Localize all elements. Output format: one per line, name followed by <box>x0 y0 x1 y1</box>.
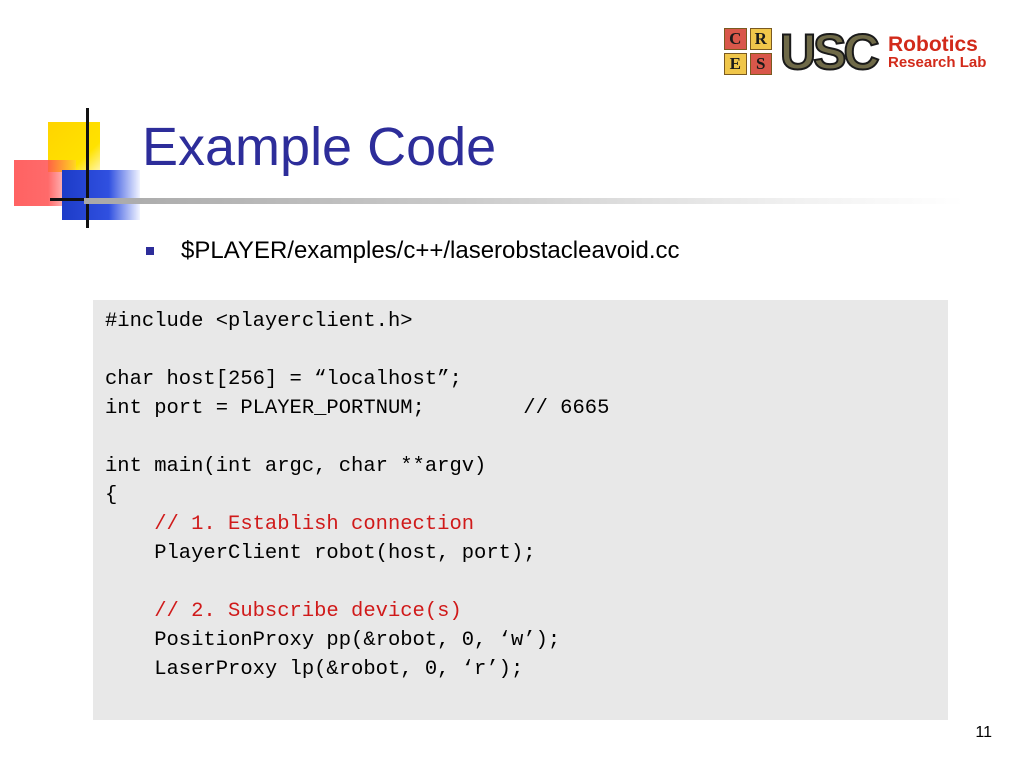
cres-letter: R <box>749 28 772 50</box>
logo-research-lab-text: Research Lab <box>888 54 987 71</box>
code-line: char host[256] = “localhost”; <box>105 368 462 391</box>
slide-title: Example Code <box>142 117 497 177</box>
cres-letter: E <box>724 53 747 75</box>
code-line: PlayerClient robot(host, port); <box>105 542 536 565</box>
bullet-item: $PLAYER/examples/c++/laserobstacleavoid.… <box>146 234 679 268</box>
logo-robotics-text: Robotics <box>888 33 978 56</box>
bullet-text: $PLAYER/examples/c++/laserobstacleavoid.… <box>181 237 680 264</box>
cres-letter: C <box>724 28 747 50</box>
title-underline <box>84 198 964 204</box>
code-line: PositionProxy pp(&robot, 0, ‘w’); <box>105 629 561 652</box>
code-line: #include <playerclient.h> <box>105 310 413 333</box>
bullet-marker-icon <box>146 247 154 255</box>
usc-robotics-logo: C R E S USC Robotics Research Lab <box>724 23 1004 81</box>
cres-letter: S <box>749 53 772 75</box>
code-block: #include <playerclient.h> char host[256]… <box>93 300 948 720</box>
title-ornament <box>0 0 140 240</box>
usc-logo-text: USC <box>779 23 881 81</box>
code-line: int port = PLAYER_PORTNUM; // 6665 <box>105 397 610 420</box>
code-line: LaserProxy lp(&robot, 0, ‘r’); <box>105 658 524 681</box>
ornament-vertical-line <box>86 108 89 228</box>
code-comment-line: // 2. Subscribe device(s) <box>105 600 462 623</box>
page-number: 11 <box>975 724 992 741</box>
cres-logo: C R E S <box>724 28 772 75</box>
code-line: int main(int argc, char **argv) <box>105 455 487 478</box>
code-comment-line: // 1. Establish connection <box>105 513 475 536</box>
ornament-blue-square <box>62 170 140 220</box>
code-line: { <box>105 484 118 507</box>
